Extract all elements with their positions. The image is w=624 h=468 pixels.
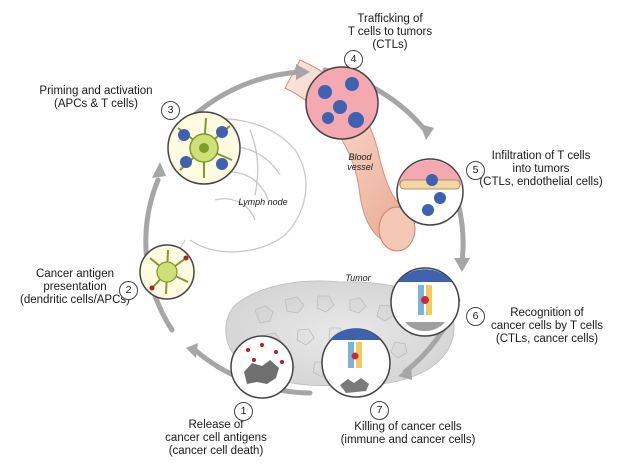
step-1-label: Release of cancer cell antigens (cancer … <box>155 419 277 458</box>
blood-vessel-label-line-1: Blood <box>348 152 372 162</box>
step-3-label: Priming and activation (APCs & T cells) <box>35 85 157 111</box>
recognition-circle <box>390 267 460 337</box>
blood-vessel-label: Blood vessel <box>340 152 380 172</box>
step-5-line-2: into tumors <box>512 163 570 175</box>
step-7-label: Killing of cancer cells (immune and canc… <box>330 421 486 447</box>
step-4-line-2: T cells to tumors <box>347 26 433 38</box>
step-5-label: Infiltration of T cells into tumors (CTL… <box>466 150 616 189</box>
dendritic-cell-circle <box>139 244 195 300</box>
step-4-line-1: Trafficking of <box>357 13 423 25</box>
step-7-line-1: Killing of cancer cells <box>354 421 462 433</box>
trafficking-circle <box>305 66 379 140</box>
step-5-line-1: Infiltration of T cells <box>491 150 591 162</box>
step-1-line-2: cancer cell antigens <box>165 432 267 444</box>
step-6-number: 6 <box>466 307 485 326</box>
step-6-label: Recognition of cancer cells by T cells (… <box>485 307 609 346</box>
step-6-line-2: cancer cells by T cells <box>490 320 604 332</box>
lymph-node-label: Lymph node <box>238 197 288 207</box>
step-7-line-2: (immune and cancer cells) <box>340 434 476 446</box>
step-7-number: 7 <box>370 401 389 420</box>
step-2-line-2: presentation <box>43 281 107 293</box>
tumor-label: Tumor <box>345 273 371 283</box>
step-1-line-3: (cancer cell death) <box>168 445 264 457</box>
blood-vessel-label-line-2: vessel <box>347 162 373 172</box>
step-2-line-1: Cancer antigen <box>36 268 114 280</box>
step-1-number: 1 <box>234 402 253 421</box>
killing-circle <box>321 328 391 398</box>
infiltration-circle <box>396 158 464 226</box>
step-3-line-2: (APCs & T cells) <box>54 98 138 110</box>
step-2-number: 2 <box>119 281 138 300</box>
step-6-line-1: Recognition of <box>510 307 584 319</box>
priming-cell-circle <box>167 111 241 185</box>
step-4-line-3: (CTLs) <box>372 39 408 51</box>
step-4-label: Trafficking of T cells to tumors (CTLs) <box>335 13 445 52</box>
cell-death-circle <box>230 335 294 399</box>
step-5-line-3: (CTLs, endothelial cells) <box>479 176 603 188</box>
step-6-line-3: (CTLs, cancer cells) <box>495 333 599 345</box>
step-5-number: 5 <box>466 161 485 180</box>
step-1-line-1: Release of <box>188 419 244 431</box>
step-4-number: 4 <box>344 50 363 69</box>
step-2-label: Cancer antigen presentation (dendritic c… <box>15 268 135 307</box>
arrow-heads <box>152 64 470 380</box>
step-3-line-1: Priming and activation <box>39 85 153 97</box>
step-3-number: 3 <box>161 101 180 120</box>
step-2-line-3: (dendritic cells/APCs) <box>20 294 130 306</box>
